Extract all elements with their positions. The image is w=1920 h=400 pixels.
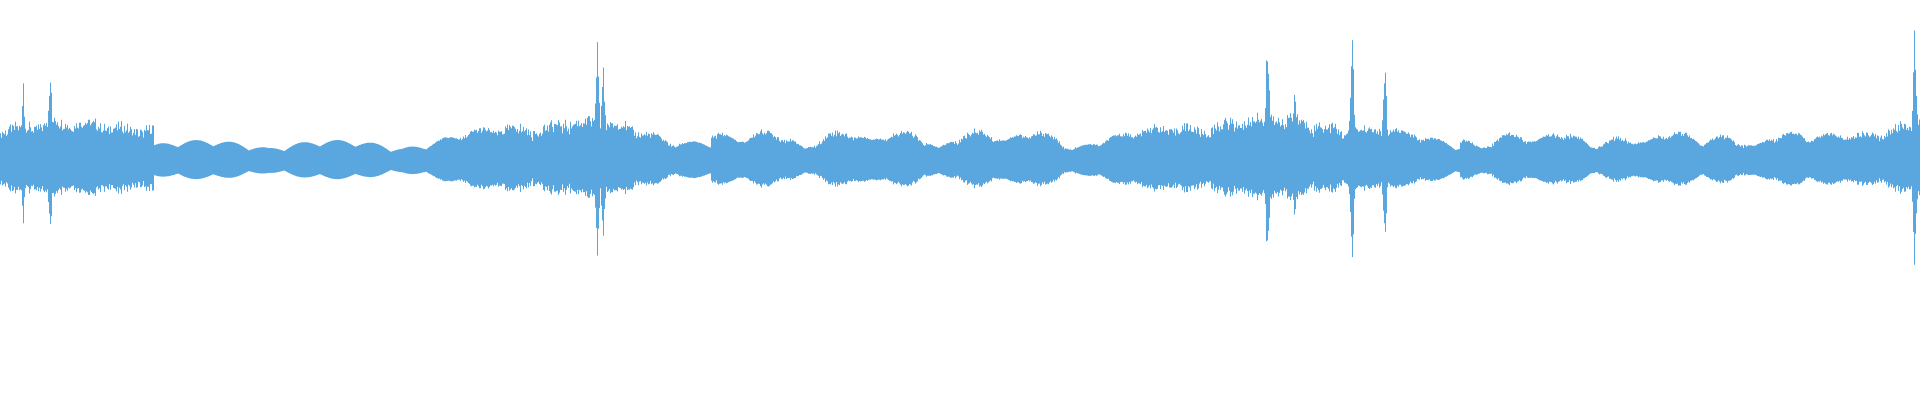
waveform-path-group — [0, 30, 1920, 265]
waveform-path — [0, 30, 1920, 265]
